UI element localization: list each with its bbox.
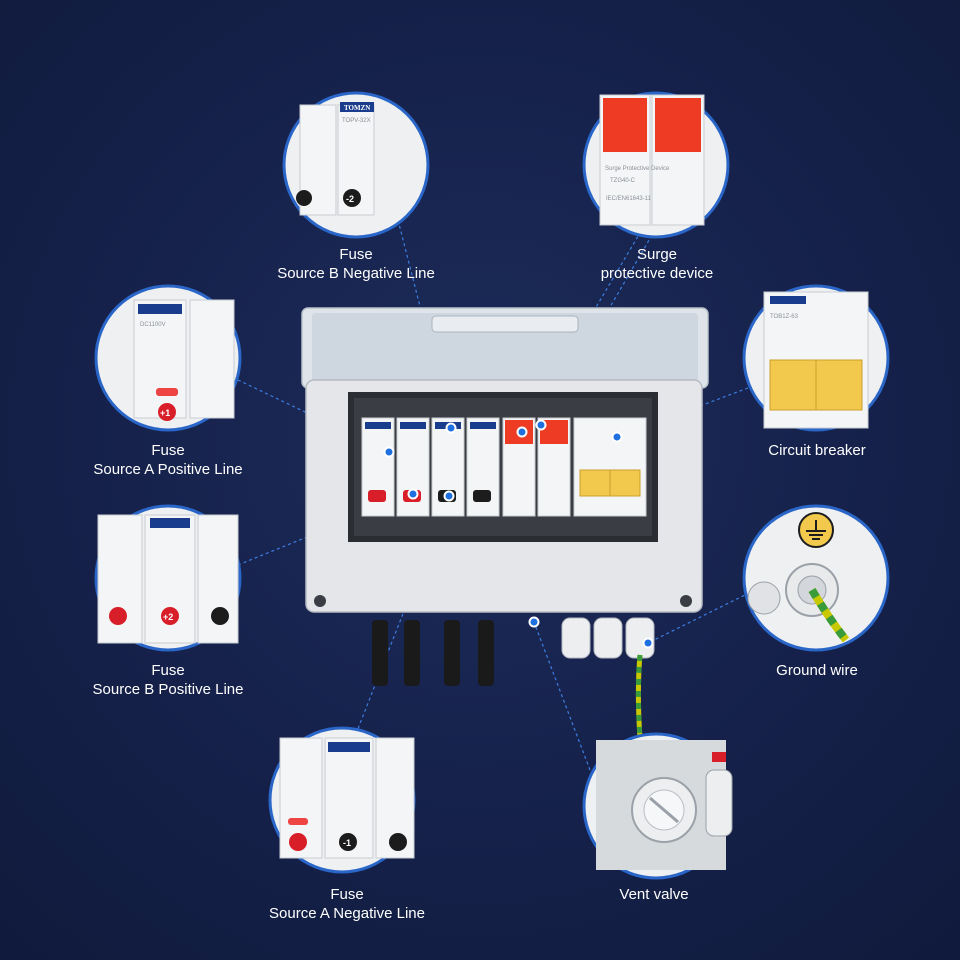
label-spd-title: Surge bbox=[636, 246, 678, 263]
badge-a-pos: +1 bbox=[160, 408, 170, 418]
zoom-circle-ground-wire bbox=[742, 504, 890, 652]
leader-dots bbox=[383, 419, 654, 649]
breaker-model-label: TOB1Z-63 bbox=[770, 314, 799, 320]
label-circuit-breaker: Circuit breaker bbox=[768, 441, 866, 460]
fuse-module-b-neg bbox=[466, 417, 500, 517]
label-fuse-b-positive: Fuse Source B Positive Line bbox=[93, 661, 244, 699]
label-fuse-a-negative-subtitle: Source A Negative Line bbox=[269, 905, 425, 922]
label-fuse-b-positive-title: Fuse bbox=[151, 662, 185, 679]
mc4-connectors bbox=[372, 620, 494, 686]
cable-glands bbox=[561, 617, 655, 659]
spd-std-label: IEC/EN61643-11 bbox=[606, 196, 652, 202]
badge-b-neg: -2 bbox=[346, 194, 354, 204]
label-fuse-b-positive-subtitle: Source B Positive Line bbox=[92, 681, 244, 698]
spd-name-label: Surge Protective Device bbox=[605, 166, 670, 172]
zoom-circle-fuse-b-positive: +2 bbox=[94, 504, 242, 652]
fuse-rating-label: DC1100V bbox=[140, 322, 166, 328]
label-fuse-a-positive: Fuse Source A Positive Line bbox=[93, 441, 242, 479]
spd-module-2 bbox=[537, 417, 571, 517]
fuse-model-label: TOPV-32X bbox=[342, 118, 371, 124]
zoom-circle-spd: Surge Protective Device TZG40-C IEC/EN61… bbox=[582, 91, 730, 239]
brand-label: TOMZN bbox=[344, 104, 370, 112]
label-spd: Surge protective device bbox=[601, 245, 714, 283]
fuse-module-b-pos bbox=[396, 417, 430, 517]
label-fuse-b-negative-subtitle: Source B Negative Line bbox=[277, 265, 435, 282]
label-ground-wire-title: Ground wire bbox=[776, 662, 858, 679]
label-fuse-b-negative-title: Fuse bbox=[339, 246, 373, 263]
label-vent-valve: Vent valve bbox=[619, 885, 688, 904]
label-fuse-a-positive-subtitle: Source A Positive Line bbox=[93, 461, 243, 478]
label-fuse-a-negative: Fuse Source A Negative Line bbox=[269, 885, 425, 923]
badge-b-pos: +2 bbox=[163, 612, 173, 622]
label-spd-subtitle: protective device bbox=[600, 265, 714, 282]
zoom-circle-fuse-a-negative: -1 bbox=[268, 726, 416, 874]
spd-model-label: TZG40-C bbox=[610, 178, 636, 184]
label-fuse-b-negative: Fuse Source B Negative Line bbox=[277, 245, 435, 283]
zoom-circle-fuse-a-positive: DC1100V +1 bbox=[94, 284, 242, 432]
label-fuse-a-negative-title: Fuse bbox=[330, 886, 364, 903]
label-ground-wire: Ground wire bbox=[776, 661, 858, 680]
zoom-circle-vent-valve bbox=[582, 732, 733, 880]
label-fuse-a-positive-title: Fuse bbox=[151, 442, 185, 459]
label-vent-valve-title: Vent valve bbox=[619, 886, 689, 903]
badge-a-neg: -1 bbox=[343, 838, 351, 848]
breaker-module bbox=[573, 417, 647, 517]
fuse-module-a-pos bbox=[361, 417, 395, 517]
zoom-circle-breaker: TOB1Z-63 bbox=[742, 284, 890, 432]
distribution-box bbox=[301, 307, 709, 763]
label-circuit-breaker-title: Circuit breaker bbox=[768, 442, 866, 459]
zoom-circle-fuse-b-negative: TOMZN TOPV-32X -2 bbox=[282, 91, 430, 239]
